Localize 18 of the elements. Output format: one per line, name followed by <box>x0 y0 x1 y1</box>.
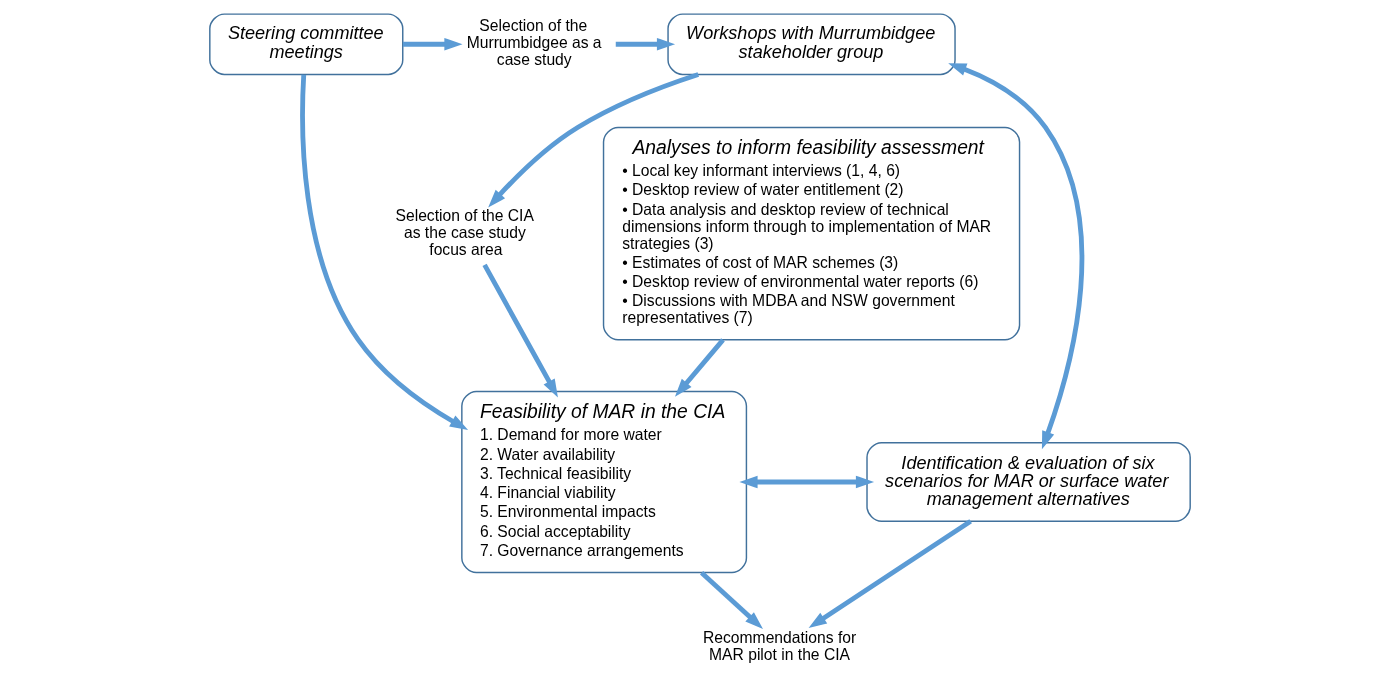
arrow <box>615 37 676 51</box>
node-box: Identification & evaluation of six scenarios for MAR or surface water management alternatives <box>866 442 1191 522</box>
arrow <box>300 74 469 430</box>
arrow <box>699 570 763 630</box>
arrow <box>808 519 972 629</box>
arrow <box>402 37 463 51</box>
arrow <box>674 338 725 397</box>
node-text: Recommendations for MAR pilot in the CIA <box>703 628 857 663</box>
node-text: Selection of the Murrumbidgee as a case study <box>466 17 602 69</box>
node-box: Workshops with Murrumbidgee stakeholder group <box>667 13 956 76</box>
arrow <box>948 63 1085 450</box>
arrow <box>482 263 558 398</box>
arrow <box>488 72 700 208</box>
node-text: Selection of the CIA as the case study focus area <box>395 206 534 258</box>
node-box: Feasibility of MAR in the CIA 1. Demand for more water 2. Water availability 3. Technical feasibility 4. Financial viability 5. Environmental impacts 6. Social acceptability 7. Governance arrangements <box>461 390 748 574</box>
arrow <box>739 475 875 489</box>
node-box: Analyses to inform feasibility assessment • Local key informant interviews (1, 4, 6) • Desktop review of water entitlement (2) • Data analysis and desktop review of technical dimensions inform through to implementation of MAR strategies (3) • Estimates of cost of MAR schemes (3) • Desktop review of environmental water reports (6) • Discussions with MDBA and NSW government representatives (7) <box>602 126 1021 341</box>
node-box: Steering committee meetings <box>209 13 404 76</box>
